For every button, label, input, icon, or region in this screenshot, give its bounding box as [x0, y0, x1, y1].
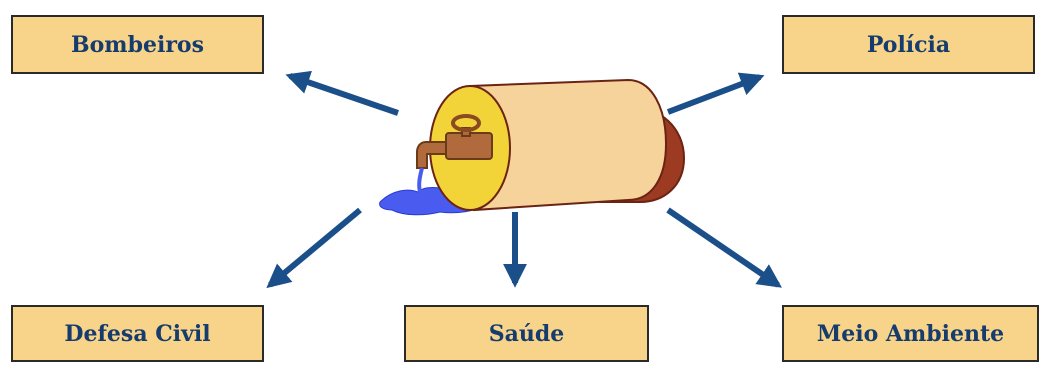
arrow-to-bombeiros [290, 76, 398, 113]
leaking-tank-icon [380, 80, 684, 215]
meio-ambiente-box: Meio Ambiente [782, 305, 1039, 362]
arrow-to-meio-ambiente [668, 210, 778, 285]
defesa-civil-box: Defesa Civil [11, 305, 264, 362]
saude-box: Saúde [404, 305, 649, 362]
bombeiros-label: Bombeiros [71, 32, 204, 58]
saude-label: Saúde [489, 321, 565, 347]
arrow-to-defesa-civil [270, 210, 360, 285]
meio-ambiente-label: Meio Ambiente [817, 321, 1004, 347]
policia-box: Polícia [782, 15, 1035, 74]
arrow-to-policia [668, 77, 760, 112]
bombeiros-box: Bombeiros [11, 15, 264, 74]
policia-label: Polícia [867, 32, 950, 58]
defesa-civil-label: Defesa Civil [64, 321, 210, 347]
